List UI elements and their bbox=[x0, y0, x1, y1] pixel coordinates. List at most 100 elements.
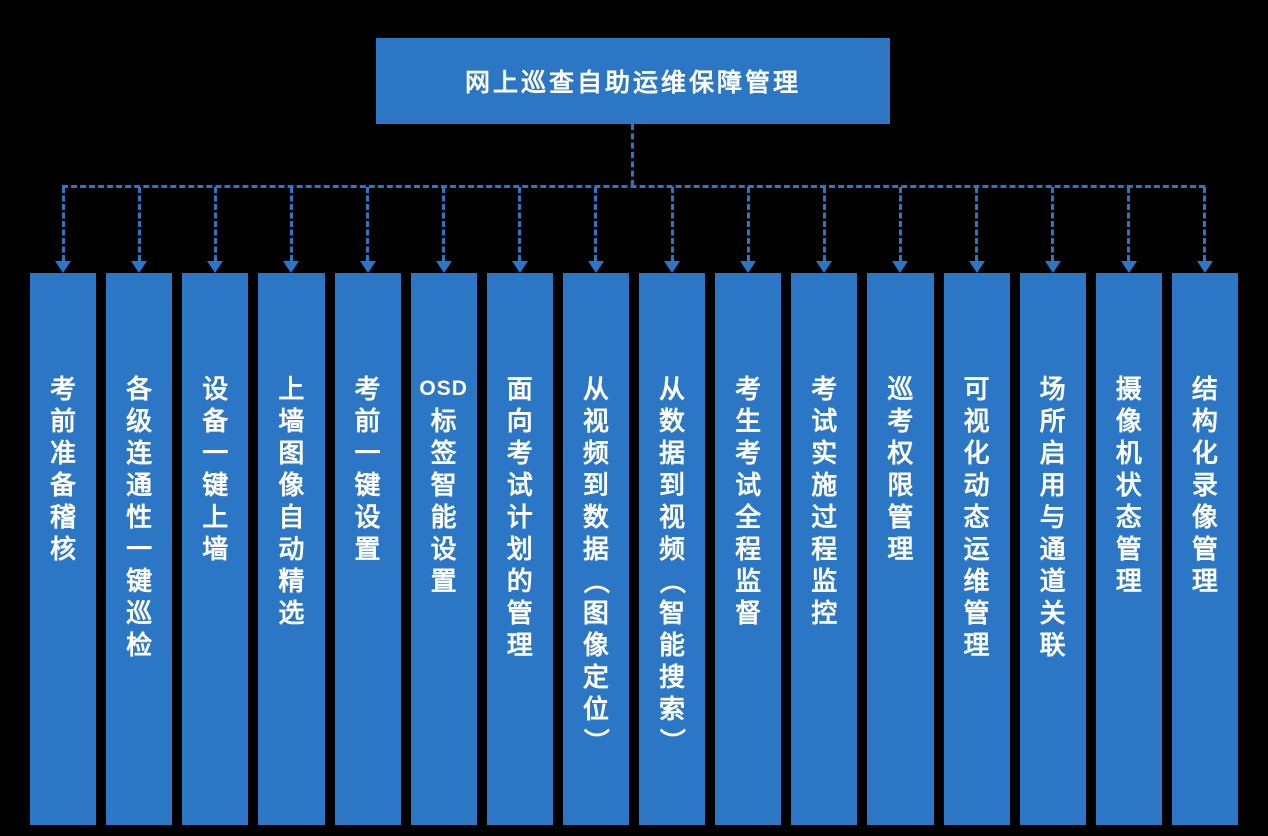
label-char: 智 bbox=[659, 598, 686, 628]
root-node: 网上巡查自助运维保障管理 bbox=[376, 38, 890, 124]
org-column-5: 考前一键设置 bbox=[334, 187, 401, 825]
label-char: 像 bbox=[1115, 406, 1142, 436]
label-char: 关 bbox=[1039, 598, 1066, 628]
label-char: 所 bbox=[1039, 406, 1066, 436]
label-char: ） bbox=[657, 727, 688, 755]
label-char: 生 bbox=[735, 406, 762, 436]
org-column-13: 可视化动态运维管理 bbox=[943, 187, 1010, 825]
label-char: 设 bbox=[430, 534, 457, 564]
label-char: 前 bbox=[354, 406, 381, 436]
label-char: 一 bbox=[354, 438, 381, 468]
label-char: 结 bbox=[1191, 374, 1218, 404]
label-char: 图 bbox=[278, 438, 305, 468]
label-char: 用 bbox=[1039, 470, 1066, 500]
label-char: 频 bbox=[659, 534, 686, 564]
column-box: 上墙图像自动精选 bbox=[258, 273, 325, 825]
org-column-15: 摄像机状态管理 bbox=[1095, 187, 1162, 825]
label-char: 考 bbox=[735, 438, 762, 468]
arrow-head-icon bbox=[55, 261, 72, 273]
label-char: 据 bbox=[582, 534, 609, 564]
label-char: 构 bbox=[1191, 406, 1218, 436]
label-char: 置 bbox=[430, 566, 457, 596]
label-char: 实 bbox=[811, 438, 838, 468]
arrow-head-icon bbox=[1196, 261, 1213, 273]
label-char: 备 bbox=[50, 470, 77, 500]
label-char: 能 bbox=[430, 502, 457, 532]
label-char: 考 bbox=[506, 438, 533, 468]
label-char: ） bbox=[580, 727, 611, 755]
arrow-head-icon bbox=[664, 261, 681, 273]
label-char: 管 bbox=[1115, 534, 1142, 564]
connector-dashed-line bbox=[442, 187, 446, 261]
label-char: 督 bbox=[735, 598, 762, 628]
label-char: 一 bbox=[126, 534, 153, 564]
label-char: 联 bbox=[1039, 630, 1066, 660]
label-char: 动 bbox=[963, 470, 990, 500]
org-column-7: 面向考试计划的管理 bbox=[486, 187, 553, 825]
arrow-head-icon bbox=[816, 261, 833, 273]
label-char: 数 bbox=[659, 406, 686, 436]
connector-down-arrow bbox=[639, 187, 705, 273]
arrow-head-icon bbox=[131, 261, 148, 273]
label-char: 稽 bbox=[50, 502, 77, 532]
column-label: 各级连通性一键巡检 bbox=[126, 273, 152, 825]
label-char: 机 bbox=[1115, 438, 1142, 468]
label-char: 像 bbox=[1191, 502, 1218, 532]
label-char: （ bbox=[580, 567, 611, 595]
org-column-9: 从数据到视频（智能搜索） bbox=[639, 187, 706, 825]
label-char: 试 bbox=[506, 470, 533, 500]
column-box: 面向考试计划的管理 bbox=[486, 273, 553, 825]
org-column-11: 考试实施过程监控 bbox=[791, 187, 858, 825]
label-char: 权 bbox=[887, 438, 914, 468]
label-char: 态 bbox=[963, 502, 990, 532]
label-char: 检 bbox=[126, 630, 153, 660]
connector-dashed-line bbox=[1051, 187, 1055, 261]
org-column-1: 考前准备稽核 bbox=[30, 187, 97, 825]
connector-down-arrow bbox=[944, 187, 1010, 273]
column-box: 考生考试全程监督 bbox=[715, 273, 782, 825]
column-label: 考前准备稽核 bbox=[50, 273, 76, 825]
label-char: 过 bbox=[811, 502, 838, 532]
label-char: 与 bbox=[1039, 502, 1066, 532]
label-char: 自 bbox=[278, 502, 305, 532]
label-char: 连 bbox=[126, 438, 153, 468]
connector-horizontal-line bbox=[62, 185, 1205, 188]
column-label: 从数据到视频（智能搜索） bbox=[657, 273, 688, 825]
org-column-2: 各级连通性一键巡检 bbox=[106, 187, 173, 825]
column-label: 结构化录像管理 bbox=[1192, 273, 1218, 825]
label-char: 数 bbox=[582, 502, 609, 532]
label-char: 考 bbox=[354, 374, 381, 404]
label-char: （ bbox=[657, 567, 688, 595]
connector-dashed-line bbox=[518, 187, 522, 261]
arrow-head-icon bbox=[587, 261, 604, 273]
column-label: 场所启用与通道关联 bbox=[1040, 273, 1066, 825]
column-box: 从数据到视频（智能搜索） bbox=[639, 273, 706, 825]
label-char: 频 bbox=[582, 438, 609, 468]
connector-down-arrow bbox=[867, 187, 933, 273]
label-char: 道 bbox=[1039, 566, 1066, 596]
label-char: 考 bbox=[735, 374, 762, 404]
label-char: 通 bbox=[1039, 534, 1066, 564]
label-char: 键 bbox=[126, 566, 153, 596]
label-char: 的 bbox=[506, 566, 533, 596]
connector-dashed-line bbox=[1127, 187, 1131, 261]
label-char: 位 bbox=[582, 694, 609, 724]
label-char: 键 bbox=[202, 470, 229, 500]
column-box: 可视化动态运维管理 bbox=[943, 273, 1010, 825]
label-char: 精 bbox=[278, 566, 305, 596]
label-char: 状 bbox=[1115, 470, 1142, 500]
label-char: 面 bbox=[506, 374, 533, 404]
label-char: 管 bbox=[963, 598, 990, 628]
column-box: 考试实施过程监控 bbox=[791, 273, 858, 825]
column-label: 巡考权限管理 bbox=[887, 273, 913, 825]
label-char: 准 bbox=[50, 438, 77, 468]
label-char: 各 bbox=[126, 374, 153, 404]
arrow-head-icon bbox=[435, 261, 452, 273]
arrow-head-icon bbox=[740, 261, 757, 273]
connector-down-arrow bbox=[487, 187, 553, 273]
column-box: 从视频到数据（图像定位） bbox=[562, 273, 629, 825]
label-char: 控 bbox=[811, 598, 838, 628]
label-char: 考 bbox=[50, 374, 77, 404]
